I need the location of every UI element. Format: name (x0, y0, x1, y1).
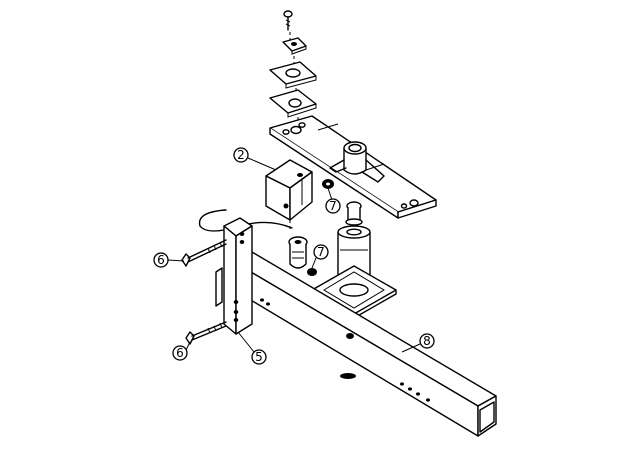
shim-plate-upper (269, 61, 317, 89)
callout-7-upper: 7 (325, 187, 341, 214)
svg-text:6: 6 (176, 346, 184, 360)
callout-8: 8 (401, 333, 435, 353)
nut-lower (307, 268, 317, 276)
shim-plate-lower (269, 89, 317, 118)
mounting-pin (288, 236, 308, 269)
svg-text:7: 7 (317, 245, 325, 259)
callout-7-lower: 7 (311, 244, 329, 269)
bolt-upper (181, 239, 227, 267)
vertical-plate-part-5 (215, 217, 253, 335)
svg-text:8: 8 (423, 334, 431, 348)
clip-plate (282, 37, 307, 55)
svg-text:7: 7 (329, 199, 337, 213)
callout-2: 2 (233, 147, 277, 171)
callout-6-lower: 6 (172, 341, 191, 361)
svg-text:5: 5 (255, 350, 263, 364)
callout-6-upper: 6 (153, 252, 185, 268)
pivot-boss (329, 141, 385, 183)
callout-5: 5 (237, 331, 267, 365)
nut-upper (322, 179, 334, 189)
guide-curve (198, 209, 293, 232)
svg-text:2: 2 (237, 148, 245, 162)
bolt-lower (185, 321, 227, 345)
svg-text:6: 6 (157, 253, 165, 267)
top-screw (283, 10, 293, 31)
